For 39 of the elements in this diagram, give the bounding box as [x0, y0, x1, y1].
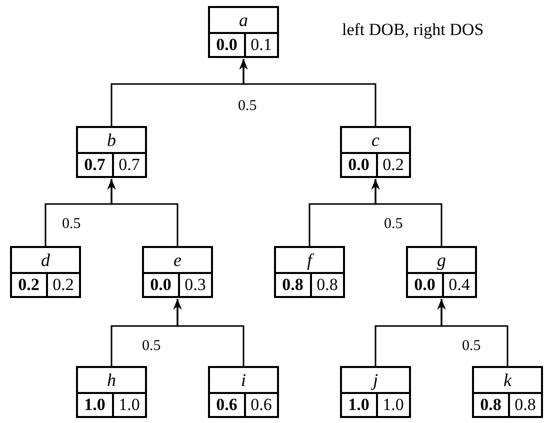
dos-value: 0.3 — [178, 272, 213, 298]
dob-value: 0.7 — [76, 152, 112, 178]
dob-value: 0.0 — [406, 272, 442, 298]
connector-arrow — [107, 179, 178, 246]
node-name: h — [76, 366, 147, 392]
connector-arrow — [239, 59, 376, 126]
connector-arrow — [371, 179, 442, 246]
connector-arrow — [437, 299, 508, 366]
dob-value: 1.0 — [340, 392, 376, 418]
dos-value: 0.2 — [376, 152, 411, 178]
node-name: k — [472, 366, 543, 392]
dob-value: 0.8 — [472, 392, 508, 418]
note-text: left DOB, right DOS — [342, 20, 484, 40]
dos-value: 1.0 — [376, 392, 411, 418]
dob-value: 0.0 — [208, 32, 244, 58]
dob-value: 0.6 — [208, 392, 244, 418]
dob-value: 1.0 — [76, 392, 112, 418]
dob-value: 0.2 — [10, 272, 46, 298]
node-name: e — [142, 246, 213, 272]
dos-value: 0.4 — [442, 272, 477, 298]
dos-value: 0.8 — [310, 272, 345, 298]
connector-arrow — [173, 299, 244, 366]
dos-value: 0.6 — [244, 392, 279, 418]
dob-value: 0.0 — [142, 272, 178, 298]
dos-value: 1.0 — [112, 392, 147, 418]
dos-value: 0.8 — [508, 392, 543, 418]
node-name: g — [406, 246, 477, 272]
dos-value: 0.2 — [46, 272, 81, 298]
node-name: d — [10, 246, 81, 272]
node-name: a — [208, 6, 279, 32]
node-name: b — [76, 126, 147, 152]
dob-value: 0.8 — [274, 272, 310, 298]
dos-value: 0.7 — [112, 152, 147, 178]
node-name: j — [340, 366, 411, 392]
node-name: f — [274, 246, 345, 272]
node-name: c — [340, 126, 411, 152]
dos-value: 0.1 — [244, 32, 279, 58]
node-name: i — [208, 366, 279, 392]
dob-value: 0.0 — [340, 152, 376, 178]
